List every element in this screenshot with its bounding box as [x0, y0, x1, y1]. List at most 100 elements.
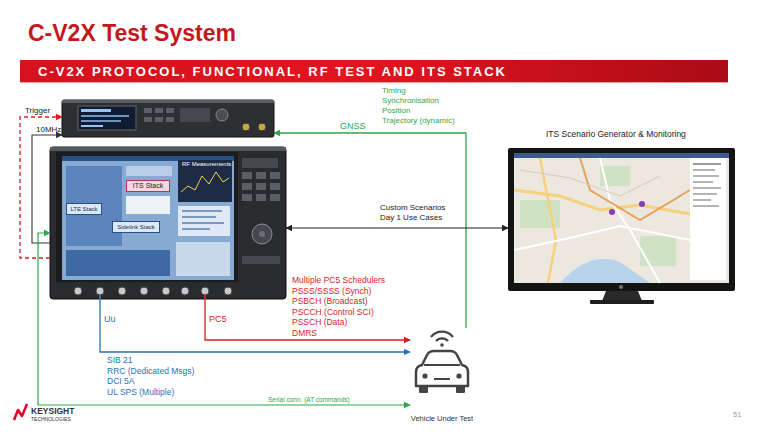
gnss-item: Synchronisation — [382, 96, 439, 106]
test-set-body — [182, 210, 222, 212]
test-set-body — [182, 222, 224, 224]
test-set-body — [56, 152, 238, 282]
signal-generator-body — [62, 100, 274, 137]
logo-text: TECHNOLOGIES — [31, 416, 71, 422]
test-set-body — [256, 172, 266, 179]
title-band: C-V2X PROTOCOL, FUNCTIONAL, RF TEST AND … — [20, 60, 728, 83]
monitor-body — [693, 181, 713, 183]
connector — [38, 233, 410, 405]
test-set-body — [224, 287, 232, 295]
monitor-body — [508, 148, 735, 291]
test-set-body — [270, 194, 280, 201]
monitor-body — [693, 187, 721, 189]
test-set-body — [126, 166, 172, 176]
test-set-body — [118, 287, 126, 295]
stack-label: ITS Stack — [127, 182, 169, 190]
signal-generator-body — [62, 100, 274, 137]
vehicle-icon — [456, 386, 465, 393]
test-set-body — [270, 172, 280, 179]
signal-generator-body — [81, 125, 103, 127]
signal-generator-body — [155, 108, 163, 113]
test-set-body — [50, 147, 286, 299]
pc5-item: DMRS — [292, 328, 317, 338]
test-set-body — [242, 256, 280, 264]
signal-generator-body — [155, 117, 163, 122]
test-set-body — [62, 156, 234, 280]
test-set-body — [176, 242, 230, 276]
connector-label: Custom Scenarios Day 1 Use Cases — [380, 203, 460, 222]
vehicle-icon — [416, 351, 468, 386]
test-set-body — [50, 147, 286, 299]
pc5-item: PSSS/SSSS (Synch) — [292, 286, 371, 296]
test-set-body — [140, 287, 148, 295]
pc5-item: Multiple PC5 Schedulers — [292, 275, 385, 285]
signal-generator-body — [166, 108, 174, 113]
signal-generator-body — [216, 109, 228, 121]
company-logo — [14, 404, 27, 420]
logo-text: KEYSIGHT — [31, 406, 74, 416]
test-set-body — [182, 228, 210, 230]
monitor-body — [560, 259, 650, 283]
monitor-body — [602, 291, 642, 301]
monitor-heading: ITS Scenario Generator & Monitoring — [546, 129, 686, 139]
test-set-body — [242, 194, 252, 201]
uu-item: DCI 5A — [107, 376, 134, 386]
connector-label: Serial conn. (AT commands) — [268, 396, 350, 404]
test-set-body — [256, 194, 266, 201]
connector-label: 10MHz — [36, 125, 61, 135]
monitor-body — [693, 205, 719, 207]
test-set-body — [242, 183, 252, 190]
test-set-body — [242, 172, 252, 179]
monitor-body — [520, 170, 660, 196]
uu-item: UL SPS (Multiple) — [107, 387, 174, 397]
vehicle-icon — [419, 386, 428, 393]
slide-title: C-V2X Test System — [28, 20, 236, 48]
vehicle-icon — [436, 338, 448, 341]
vehicle-icon — [416, 332, 468, 393]
vehicle-icon — [424, 364, 460, 366]
test-set-body — [66, 166, 122, 246]
vehicle: Vehicle Under Test — [410, 328, 474, 408]
monitor-body — [639, 201, 645, 207]
company-logo — [14, 404, 27, 420]
test-set-body — [259, 231, 265, 237]
band-text: C-V2X PROTOCOL, FUNCTIONAL, RF TEST AND … — [38, 64, 507, 80]
monitor-body — [514, 153, 729, 283]
pc5-item: PSBCH (Broadcast) — [292, 296, 368, 306]
test-set: ITS Stack RF MeasurementsLTE StackSidelin… — [50, 147, 286, 299]
test-set-body — [182, 216, 216, 218]
signal-generator-body — [81, 109, 111, 112]
panel-label: RF Measurements — [182, 161, 231, 168]
monitor-body — [590, 300, 654, 304]
test-set-body — [256, 183, 266, 190]
test-set-body — [270, 183, 280, 190]
monitor-body — [693, 169, 715, 171]
test-set-body — [74, 287, 82, 295]
vehicle-icon — [422, 373, 427, 378]
monitor-body — [640, 236, 676, 266]
stack-box: LTE Stack — [66, 203, 102, 215]
test-set-body — [181, 287, 189, 295]
pc5-item: PSSCH (Data) — [292, 317, 347, 327]
signal-generator-body — [166, 117, 174, 122]
test-set-body — [162, 287, 170, 295]
stack-label: Sidelink Stack — [113, 224, 159, 231]
monitor-body — [693, 163, 721, 165]
test-set-body — [66, 250, 170, 276]
monitor-body — [540, 158, 556, 283]
monitor-body — [508, 148, 735, 304]
monitor-body — [693, 199, 711, 201]
connector — [274, 133, 466, 328]
vehicle-icon — [440, 343, 444, 347]
stack-box: ITS Stack — [126, 180, 170, 192]
monitor-body — [609, 209, 615, 215]
monitor-body — [693, 193, 717, 195]
monitor-body — [514, 226, 690, 250]
test-set-body — [99, 295, 101, 299]
connector — [32, 135, 62, 243]
connector — [286, 227, 508, 228]
signal-generator-body — [180, 108, 210, 122]
test-set-body — [126, 196, 170, 214]
